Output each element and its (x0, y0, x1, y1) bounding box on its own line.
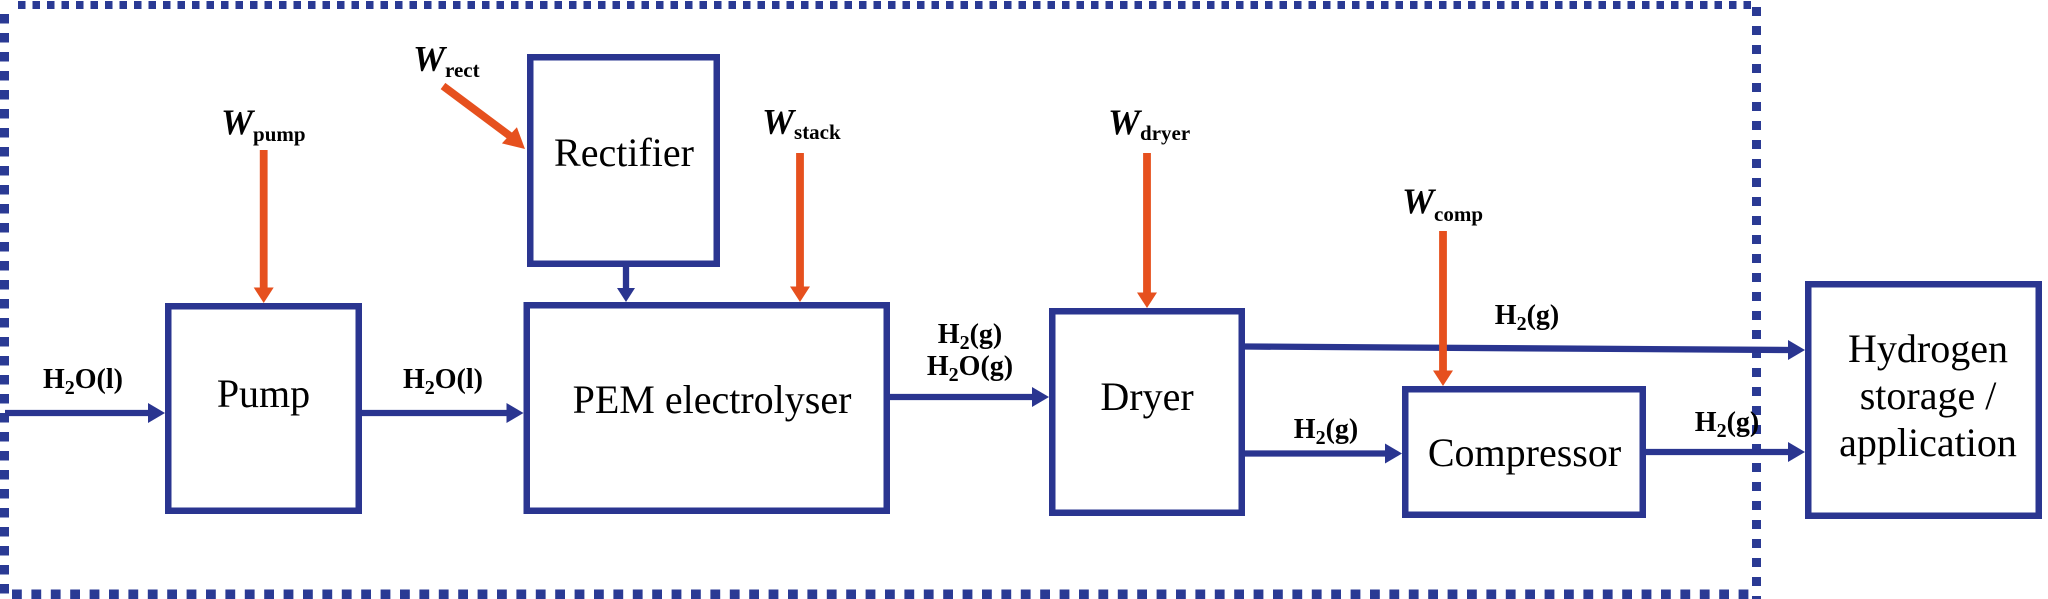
svg-text:storage /: storage / (1860, 373, 1998, 418)
svg-text:Rectifier: Rectifier (554, 130, 694, 175)
svg-text:Hydrogen: Hydrogen (1848, 326, 2008, 371)
svg-text:H2(g): H2(g) (1695, 407, 1759, 442)
svg-text:H2O(l): H2O(l) (43, 364, 123, 399)
svg-text:H2(g): H2(g) (1495, 300, 1559, 335)
svg-text:Compressor: Compressor (1428, 430, 1621, 475)
svg-text:H2(g): H2(g) (1294, 414, 1358, 449)
svg-text:application: application (1839, 420, 2017, 465)
svg-text:PEM electrolyser: PEM electrolyser (573, 377, 852, 422)
svg-text:H2O(l): H2O(l) (403, 364, 483, 399)
svg-text:Pump: Pump (217, 371, 310, 416)
svg-text:Dryer: Dryer (1100, 374, 1193, 419)
svg-text:H2O(g): H2O(g) (927, 351, 1013, 386)
svg-text:H2(g): H2(g) (938, 319, 1002, 354)
